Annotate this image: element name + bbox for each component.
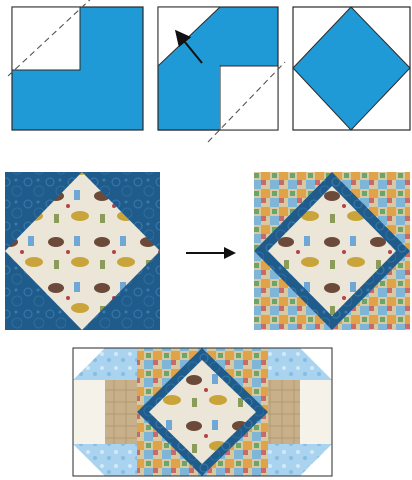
fabric-block-before <box>5 172 160 330</box>
transition-arrow-icon <box>186 247 236 259</box>
assembled-block <box>73 348 332 476</box>
step-1-corner-square <box>8 0 143 130</box>
fabric-block-after <box>254 172 410 330</box>
step-2-fold-corner <box>158 7 285 142</box>
step-3-square-in-square <box>293 7 410 130</box>
